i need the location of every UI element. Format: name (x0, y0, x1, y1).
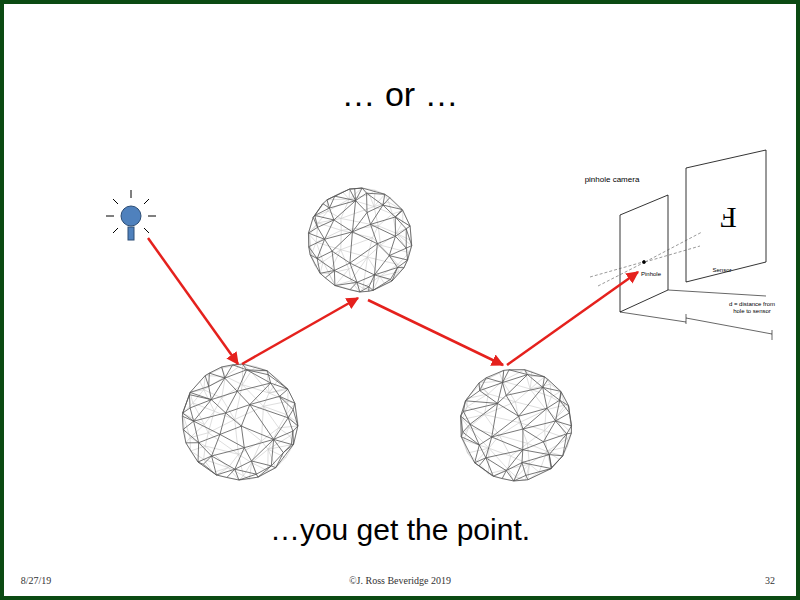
part-label: Sensor (712, 267, 731, 274)
light-rays (590, 232, 702, 286)
part-label: Pinhole (641, 271, 661, 278)
figure-title: pinhole camera (585, 175, 640, 184)
wireframe-sphere (182, 364, 298, 480)
footer-copyright: ©J. Ross Beveridge 2019 (349, 575, 451, 587)
dimension-lines (620, 290, 772, 340)
sensor-plate (686, 150, 766, 282)
footer-date: 8/27/19 (21, 575, 52, 587)
dimension-label: d = distance from hole to sensor (723, 301, 781, 315)
wireframe-sphere (308, 188, 411, 292)
footer-page-number: 32 (765, 575, 775, 587)
sphere-back-mesh (461, 370, 572, 481)
light-source (106, 190, 156, 240)
sphere-front-mesh (308, 188, 411, 292)
slide-caption: …you get the point. (270, 513, 530, 548)
sphere-front-mesh (182, 364, 298, 480)
sphere-back-mesh (308, 188, 411, 292)
wireframe-spheres (182, 188, 571, 481)
slide-title: … or … (341, 75, 458, 114)
sphere-back-mesh (183, 364, 298, 480)
wireframe-sphere (461, 370, 572, 481)
sphere-front-mesh (461, 370, 572, 481)
projected-letter: F (720, 200, 737, 235)
ray-arrows (148, 238, 638, 365)
